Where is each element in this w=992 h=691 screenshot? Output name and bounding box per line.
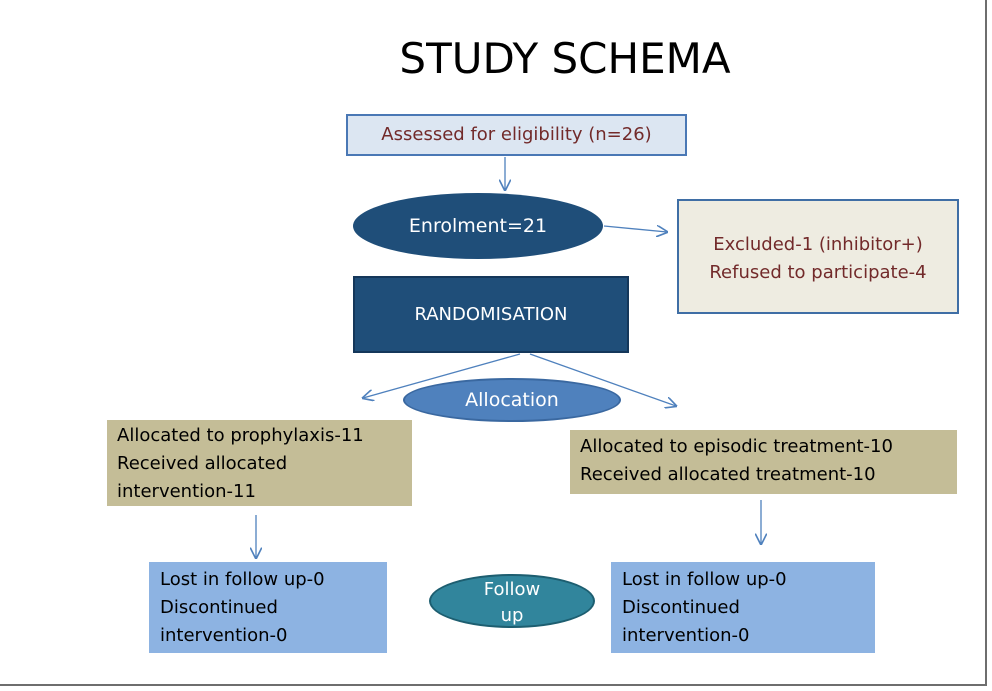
enrolment-text: Enrolment=21 — [408, 215, 548, 237]
followup-label-line: up — [500, 605, 524, 626]
allocation-text: Allocation — [465, 389, 559, 411]
randomisation-box: RANDOMISATION — [353, 276, 629, 353]
excluded-line: Refused to participate-4 — [709, 262, 927, 283]
prophylaxis-line: Allocated to prophylaxis-11 — [117, 425, 364, 446]
eligibility-box: Assessed for eligibility (n=26) — [346, 114, 687, 156]
followup-label-line: Follow — [483, 579, 541, 600]
followup-left-box: Lost in follow up-0 Discontinued interve… — [149, 562, 387, 653]
followup-right-line: Lost in follow up-0 — [622, 569, 787, 590]
diagram-title: STUDY SCHEMA — [399, 34, 731, 83]
episodic-box: Allocated to episodic treatment-10 Recei… — [570, 430, 957, 494]
randomisation-text: RANDOMISATION — [414, 303, 568, 325]
excluded-line: Excluded-1 (inhibitor+) — [713, 234, 923, 255]
prophylaxis-line: intervention-11 — [117, 481, 256, 502]
prophylaxis-line: Received allocated — [117, 453, 288, 474]
prophylaxis-box: Allocated to prophylaxis-11 Received all… — [107, 420, 412, 506]
followup-left-line: Discontinued — [160, 597, 278, 618]
followup-right-box: Lost in follow up-0 Discontinued interve… — [611, 562, 875, 653]
followup-left-line: intervention-0 — [160, 625, 288, 646]
followup-right-line: Discontinued — [622, 597, 740, 618]
enrolment-node: Enrolment=21 — [353, 193, 603, 259]
episodic-line: Allocated to episodic treatment-10 — [580, 436, 893, 457]
followup-node: Follow up — [429, 574, 595, 628]
eligibility-text: Assessed for eligibility (n=26) — [381, 124, 652, 145]
excluded-box: Excluded-1 (inhibitor+) Refused to parti… — [677, 199, 959, 314]
followup-right-line: intervention-0 — [622, 625, 750, 646]
followup-left-line: Lost in follow up-0 — [160, 569, 325, 590]
allocation-node: Allocation — [403, 378, 621, 422]
episodic-line: Received allocated treatment-10 — [580, 464, 876, 485]
